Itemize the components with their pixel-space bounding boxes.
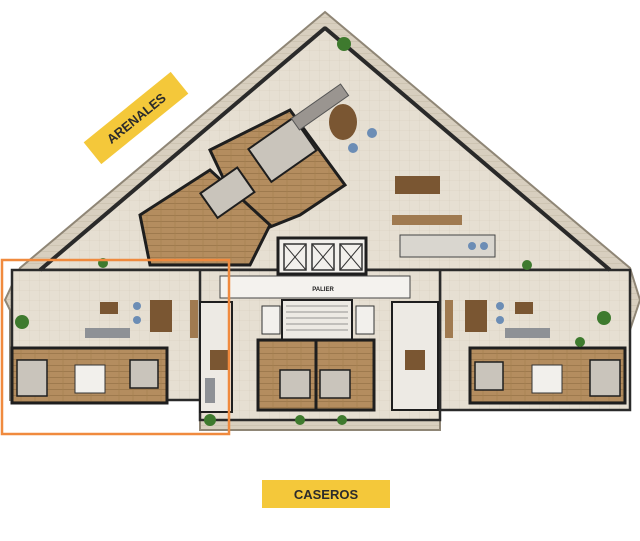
bedroom-block-top xyxy=(138,83,350,267)
street-label-caseros-text: CASEROS xyxy=(294,487,359,502)
elevator-core xyxy=(276,236,368,276)
hall-label: PALIER xyxy=(312,287,334,293)
hall-corridor xyxy=(219,275,411,341)
highlight-frame xyxy=(0,258,231,436)
living-area-top xyxy=(38,26,612,272)
right-apartment xyxy=(445,300,627,405)
center-apartments xyxy=(256,301,439,412)
street-label-caseros: CASEROS xyxy=(262,480,390,508)
left-apartment xyxy=(10,300,233,413)
plants xyxy=(15,37,611,426)
